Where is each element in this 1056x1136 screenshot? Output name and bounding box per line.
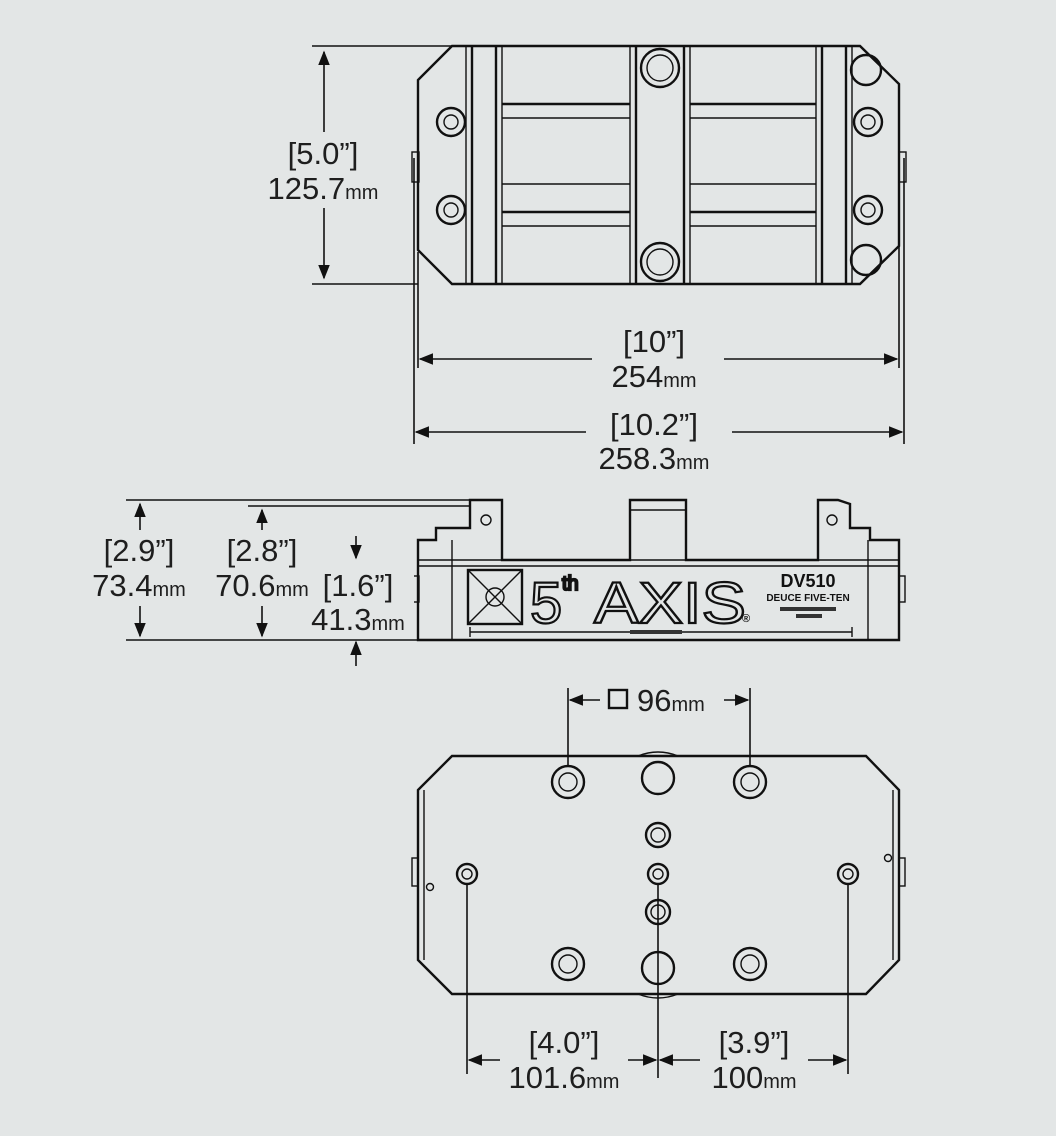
dim-height-total-inch: [2.9”] — [104, 533, 175, 568]
top-view: [5.0”] 125.7mm [10”] 254mm [10.2”] 258.3… — [256, 44, 907, 476]
dim-left-hole-mm: 101.6mm — [509, 1060, 620, 1095]
dim-pattern-mm: 96mm — [637, 683, 705, 718]
top-view-left-tab — [411, 151, 420, 183]
side-view: 5 th AXIS ® DV510 DEUCE FIVE-TEN [2.9”] … — [86, 498, 906, 666]
dim-height-total-mm: 73.4mm — [92, 568, 186, 603]
dim-height-body-inch: [1.6”] — [323, 568, 394, 603]
model-number: DV510 — [780, 571, 835, 591]
logo-th: th — [562, 573, 579, 595]
logo-five: 5 — [530, 571, 562, 636]
top-view-rails — [465, 46, 853, 284]
bottom-view-outline — [416, 754, 901, 996]
logo-axis: AXIS — [594, 571, 746, 636]
dim-width-outer-inch: [10.2”] — [610, 407, 698, 442]
top-view-right-tab — [898, 151, 907, 183]
logo-registered: ® — [742, 613, 750, 625]
bottom-view: 96mm [4.0”] 101.6mm [3.9”] 100mm — [411, 682, 906, 1096]
square-icon — [607, 688, 629, 710]
top-view-outline — [416, 44, 901, 286]
dim-depth-mm: 125.7mm — [268, 171, 379, 206]
dim-right-hole-inch: [3.9”] — [719, 1025, 790, 1060]
model-name: DEUCE FIVE-TEN — [766, 593, 849, 604]
dim-width-inner-inch: [10”] — [623, 324, 685, 359]
dim-height-jaw-mm: 70.6mm — [215, 568, 309, 603]
label-fineprint — [780, 607, 836, 611]
logo-mark-icon — [466, 568, 524, 626]
dim-width-outer-mm: 258.3mm — [599, 441, 710, 476]
label-fineprint — [796, 614, 822, 618]
brand-logo: 5 th AXIS ® — [466, 568, 750, 637]
dim-height-jaw-inch: [2.8”] — [227, 533, 298, 568]
dim-height-body-mm: 41.3mm — [311, 602, 405, 637]
dim-right-hole-mm: 100mm — [711, 1060, 796, 1095]
dim-left-hole-inch: [4.0”] — [529, 1025, 600, 1060]
dim-width-inner-mm: 254mm — [611, 359, 696, 394]
top-view-bolts — [435, 47, 884, 283]
top-view-slots — [502, 102, 816, 227]
dim-depth-inch: [5.0”] — [288, 136, 359, 171]
